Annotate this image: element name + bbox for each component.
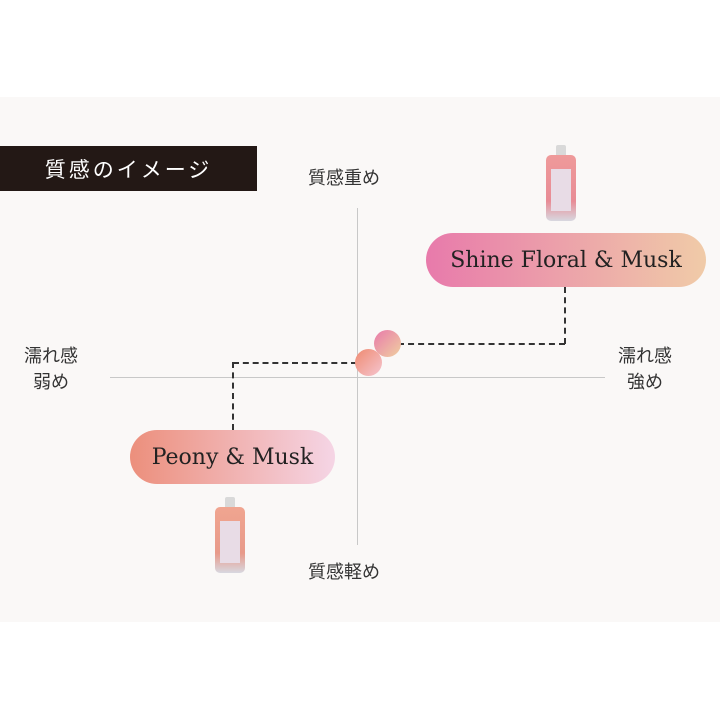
connector-shine-v xyxy=(564,287,566,344)
product-pill-peony: Peony & Musk xyxy=(130,430,335,484)
axis-label-left: 濡れ感 弱め xyxy=(24,344,78,396)
product-name: Shine Floral & Musk xyxy=(450,247,682,273)
bottle-image-shine-floral xyxy=(546,145,576,221)
product-name: Peony & Musk xyxy=(151,444,314,470)
axis-label-left-line2: 弱め xyxy=(33,372,69,393)
axis-label-right: 濡れ感 強め xyxy=(618,344,672,396)
axis-label-right-line2: 強め xyxy=(627,372,663,393)
product-pill-shine-floral: Shine Floral & Musk xyxy=(426,233,706,287)
connector-peony-h xyxy=(233,362,357,364)
axis-label-bottom: 質感軽め xyxy=(308,562,380,583)
bottle-image-peony xyxy=(215,497,245,573)
axis-label-left-line1: 濡れ感 xyxy=(24,346,78,367)
axis-label-top: 質感重め xyxy=(308,168,380,189)
axis-label-right-line1: 濡れ感 xyxy=(618,346,672,367)
horizontal-axis xyxy=(110,377,605,378)
connector-shine-h xyxy=(398,343,565,345)
section-title: 質感のイメージ xyxy=(0,146,257,191)
vertical-axis xyxy=(357,208,358,545)
point-peony xyxy=(355,349,382,376)
connector-peony-v xyxy=(232,362,234,430)
